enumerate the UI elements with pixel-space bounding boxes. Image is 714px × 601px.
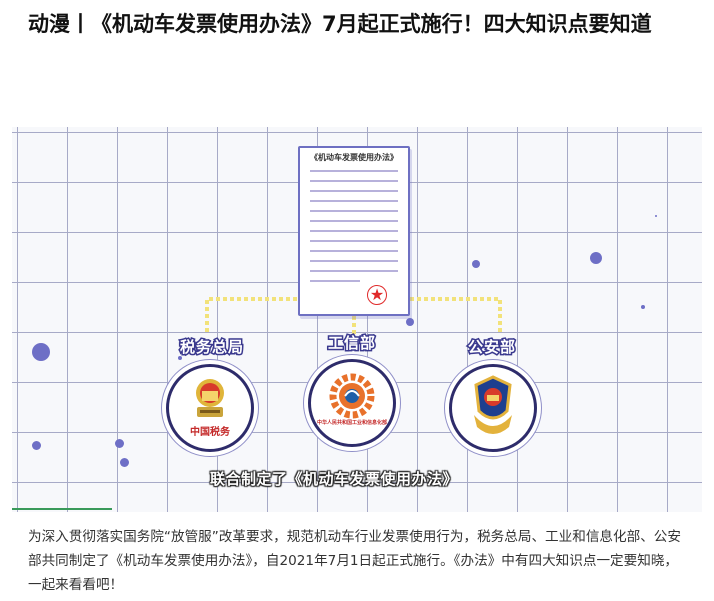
figure-caption: 联合制定了《机动车发票使用办法》: [210, 470, 459, 488]
tax-bureau-emblem-icon: 中国税务: [166, 364, 254, 452]
miit-gear-emblem-icon: 中华人民共和国工业和信息化部: [308, 359, 396, 447]
miit-emblem-text: 中华人民共和国工业和信息化部: [316, 420, 387, 426]
document-line: [310, 230, 398, 232]
document-line: [310, 220, 398, 222]
connector-lines: [205, 297, 502, 342]
document-line: [310, 210, 398, 212]
tax-bureau-emblem-text: 中国税务: [190, 427, 230, 438]
org-label-tax: 税务总局: [178, 337, 245, 358]
org-label-police: 公安部: [466, 337, 517, 358]
decor-dot: [590, 252, 602, 264]
document-line: [310, 270, 398, 272]
regulation-document: 《机动车发票使用办法》 ★: [298, 146, 410, 316]
decor-dot: [472, 260, 480, 268]
article-title: 动漫丨《机动车发票使用办法》7月起正式施行！四大知识点要知道: [28, 12, 652, 36]
police-emblem-icon: [449, 364, 537, 452]
decor-dot: [178, 356, 182, 360]
decor-dot: [32, 343, 50, 361]
article-body: 为深入贯彻落实国务院“放管服”改革要求，规范机动车行业发票使用行为，税务总局、工…: [28, 529, 681, 593]
org-label-miit: 工信部: [326, 333, 377, 354]
decor-dot: [32, 441, 41, 450]
article-illustration: 《机动车发票使用办法》 ★ 税务总局 工信部 公安部 中国税务: [12, 127, 702, 512]
decor-dot: [406, 318, 414, 326]
document-line: [310, 180, 398, 182]
figure-underline: [12, 508, 112, 510]
decor-dot: [641, 305, 645, 309]
document-line: [310, 260, 398, 262]
document-line: [310, 190, 398, 192]
document-line: [310, 280, 360, 282]
document-line: [310, 200, 398, 202]
decor-dot: [115, 439, 124, 448]
document-title: 《机动车发票使用办法》: [310, 153, 398, 162]
red-seal-star-icon: ★: [367, 285, 387, 305]
decor-dot: [655, 215, 657, 217]
document-line: [310, 170, 398, 172]
document-line: [310, 240, 398, 242]
document-line: [310, 250, 398, 252]
decor-dot: [120, 458, 129, 467]
